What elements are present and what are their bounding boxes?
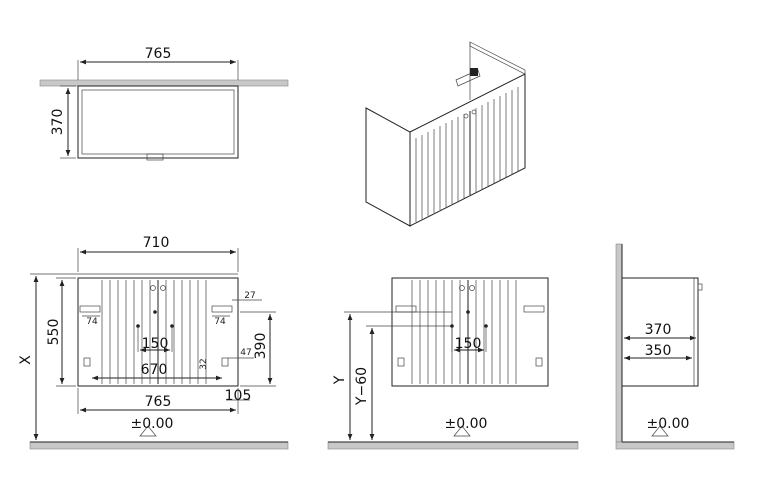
- front-floor-label: ±0.00: [131, 416, 174, 432]
- side-inner-depth-label: 350: [645, 343, 672, 359]
- front-floor: [29, 441, 289, 450]
- front-foot-right: [221, 357, 229, 367]
- side-cabinet-outline: [621, 277, 699, 387]
- front-bracket-small-left: 74: [86, 317, 98, 327]
- front-x-label: X: [18, 355, 34, 365]
- front-right-small-label: 47: [240, 348, 251, 358]
- front-knob-right: [160, 285, 166, 291]
- rear-floor: [327, 441, 579, 450]
- rear-knob-right: [469, 285, 475, 291]
- side-floor-marker-icon: [651, 425, 669, 437]
- front-knob-left: [150, 285, 156, 291]
- front-floor-marker-icon: [139, 425, 157, 437]
- front-bracket-offset-label: 27: [244, 291, 255, 301]
- top-depth-label: 370: [50, 109, 66, 136]
- side-knob: [697, 283, 703, 291]
- side-depth-label: 370: [645, 322, 672, 338]
- front-total-width-label: 765: [145, 394, 172, 410]
- top-view: 765 370: [39, 46, 289, 161]
- rear-bracket-right: [523, 305, 545, 313]
- front-bracket-small-right: 74: [214, 317, 226, 327]
- isometric-view: [365, 41, 526, 227]
- top-view-cabinet-outline: [77, 85, 239, 159]
- side-wall: [615, 243, 623, 443]
- rear-bracket-left: [395, 305, 417, 313]
- front-inner-width-label: 710: [143, 235, 170, 251]
- iso-knob-left: [463, 113, 469, 119]
- front-mount-small-label: 32: [199, 358, 209, 369]
- wall-hatch-top: [39, 79, 289, 87]
- side-floor: [615, 441, 735, 450]
- rear-floor-label: ±0.00: [445, 416, 488, 432]
- rear-hole-spacing-label: 150: [455, 336, 482, 352]
- front-bracket-right: [211, 305, 233, 313]
- top-view-inner-outline: [81, 89, 235, 155]
- front-cabinet-outline: [77, 277, 239, 387]
- front-foot-left: [83, 357, 91, 367]
- front-side-offset-label: 105: [225, 388, 252, 404]
- iso-side-panel: [365, 107, 411, 227]
- front-hole-spacing-label: 150: [142, 336, 169, 352]
- rear-view: Y Y−60 150 ±0.00: [327, 277, 579, 450]
- front-height-label: 550: [46, 319, 62, 346]
- top-view-drain: [146, 153, 164, 161]
- top-width-label: 765: [145, 46, 172, 62]
- iso-front-panel: [409, 73, 526, 227]
- side-view: 370 350 ±0.00: [615, 243, 735, 450]
- front-mount-height-label: 390: [253, 333, 269, 360]
- front-view: X 710 550 27 74 74: [18, 235, 289, 450]
- iso-siphon-head: [470, 68, 478, 76]
- rear-knob-left: [459, 285, 465, 291]
- front-lower-width-label: 670: [141, 362, 168, 378]
- side-floor-label: ±0.00: [647, 416, 690, 432]
- rear-y-label: Y: [332, 375, 348, 385]
- rear-floor-marker-icon: [453, 425, 471, 437]
- rear-y-minus-label: Y−60: [354, 367, 370, 406]
- front-bracket-left: [79, 305, 101, 313]
- rear-cabinet-outline: [391, 277, 549, 387]
- iso-knob-right: [471, 109, 477, 115]
